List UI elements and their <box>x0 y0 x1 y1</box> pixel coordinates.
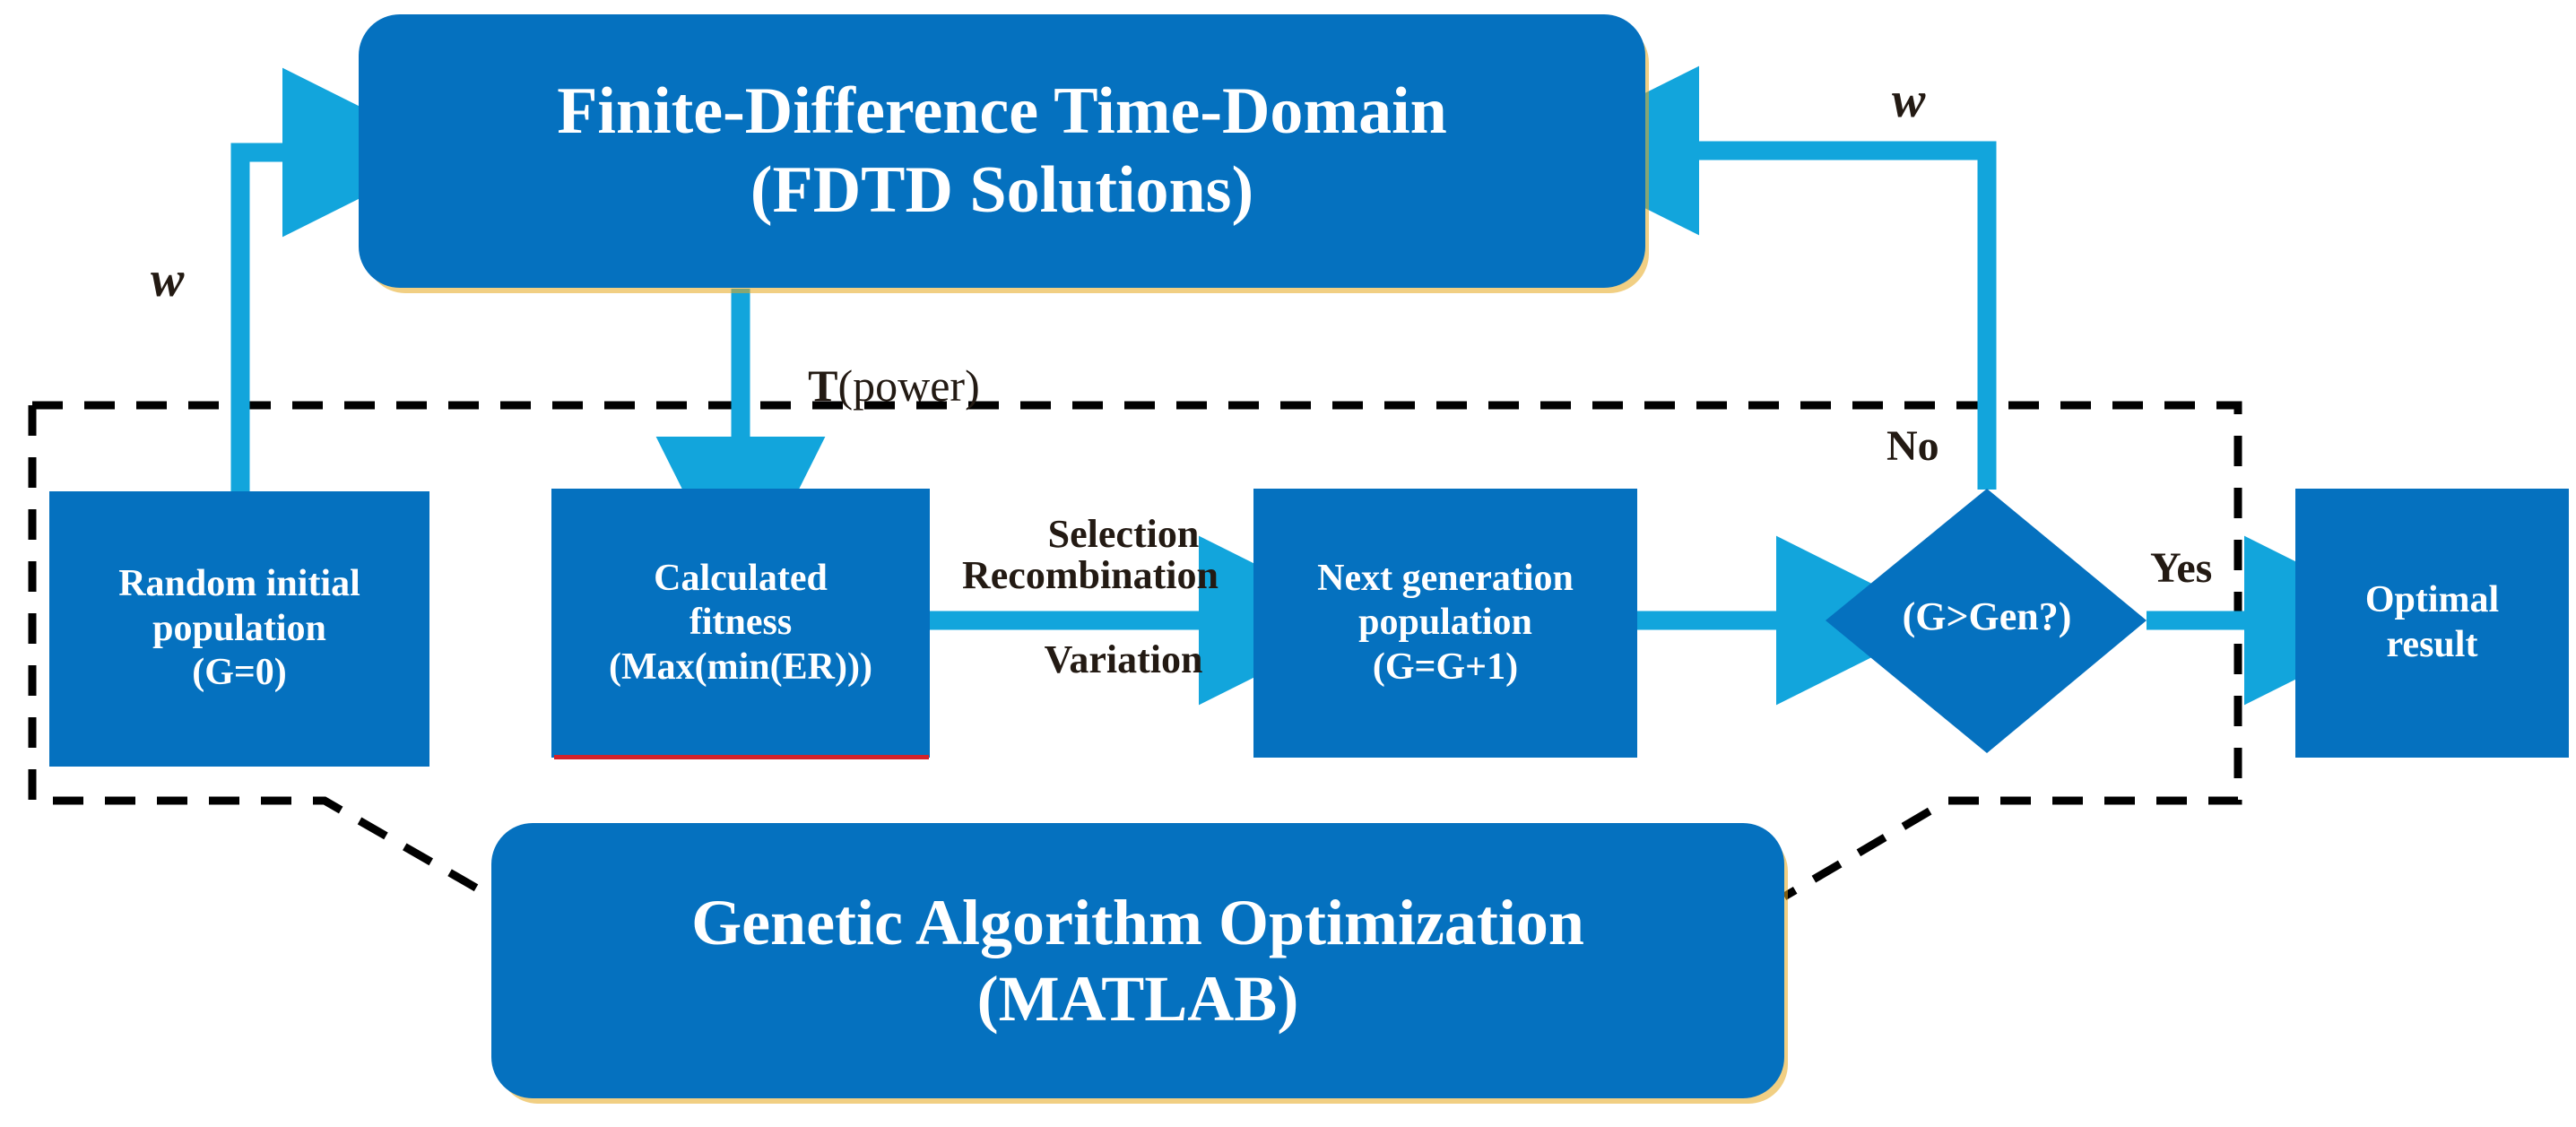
label-selection: Selection <box>1047 512 1200 556</box>
arrow-no-feedback-to-fdtd <box>1530 65 1997 490</box>
node-ga-line1: Genetic Algorithm Optimization <box>691 886 1584 958</box>
calculated-fitness-underline <box>554 755 929 759</box>
node-optimal-result[interactable]: Optimal result <box>2295 489 2569 758</box>
node-random-line1: Random initial <box>118 563 360 605</box>
node-ga-line2: (MATLAB) <box>976 962 1299 1035</box>
node-decision-label[interactable]: (G>Gen?) <box>1902 594 2072 638</box>
label-t-power: T(power) <box>764 312 980 460</box>
node-nextgen-line3: (G=G+1) <box>1372 646 1519 688</box>
label-variation: Variation <box>1044 637 1203 681</box>
label-no: No <box>1886 422 1939 470</box>
label-w-left: w <box>151 252 185 308</box>
node-fdtd[interactable]: Finite-Difference Time-Domain (FDTD Solu… <box>359 14 1645 288</box>
node-optimal-line1: Optimal <box>2364 579 2500 621</box>
node-nextgen-line2: population <box>1358 602 1532 644</box>
node-fitness-line1: Calculated <box>654 557 828 599</box>
node-ga-optimization-matlab[interactable]: Genetic Algorithm Optimization (MATLAB) <box>491 823 1784 1098</box>
node-random-initial-population[interactable]: Random initial population (G=0) <box>49 491 429 767</box>
ga-region-dashed-boundary <box>28 401 2242 900</box>
node-calculated-fitness[interactable]: Calculated fitness (Max(min(ER))) <box>551 489 930 758</box>
label-w-right: w <box>1892 73 1926 128</box>
node-random-line2: population <box>152 607 326 649</box>
node-fdtd-line2: (FDTD Solutions) <box>750 152 1254 227</box>
node-next-generation-population[interactable]: Next generation population (G=G+1) <box>1253 489 1637 758</box>
label-recombination: Recombination <box>962 553 1219 597</box>
node-optimal-line2: result <box>2386 624 2478 665</box>
node-fitness-line3: (Max(min(ER))) <box>609 646 872 688</box>
node-fdtd-line1: Finite-Difference Time-Domain <box>557 74 1447 149</box>
label-t-power-bold: T <box>808 360 838 411</box>
arrow-w-left-feedback <box>230 67 452 491</box>
node-nextgen-line1: Next generation <box>1317 557 1574 599</box>
label-t-power-rest: (power) <box>837 360 980 411</box>
node-random-line3: (G=0) <box>192 652 287 694</box>
node-fitness-line2: fitness <box>689 602 793 644</box>
label-yes: Yes <box>2150 544 2213 592</box>
